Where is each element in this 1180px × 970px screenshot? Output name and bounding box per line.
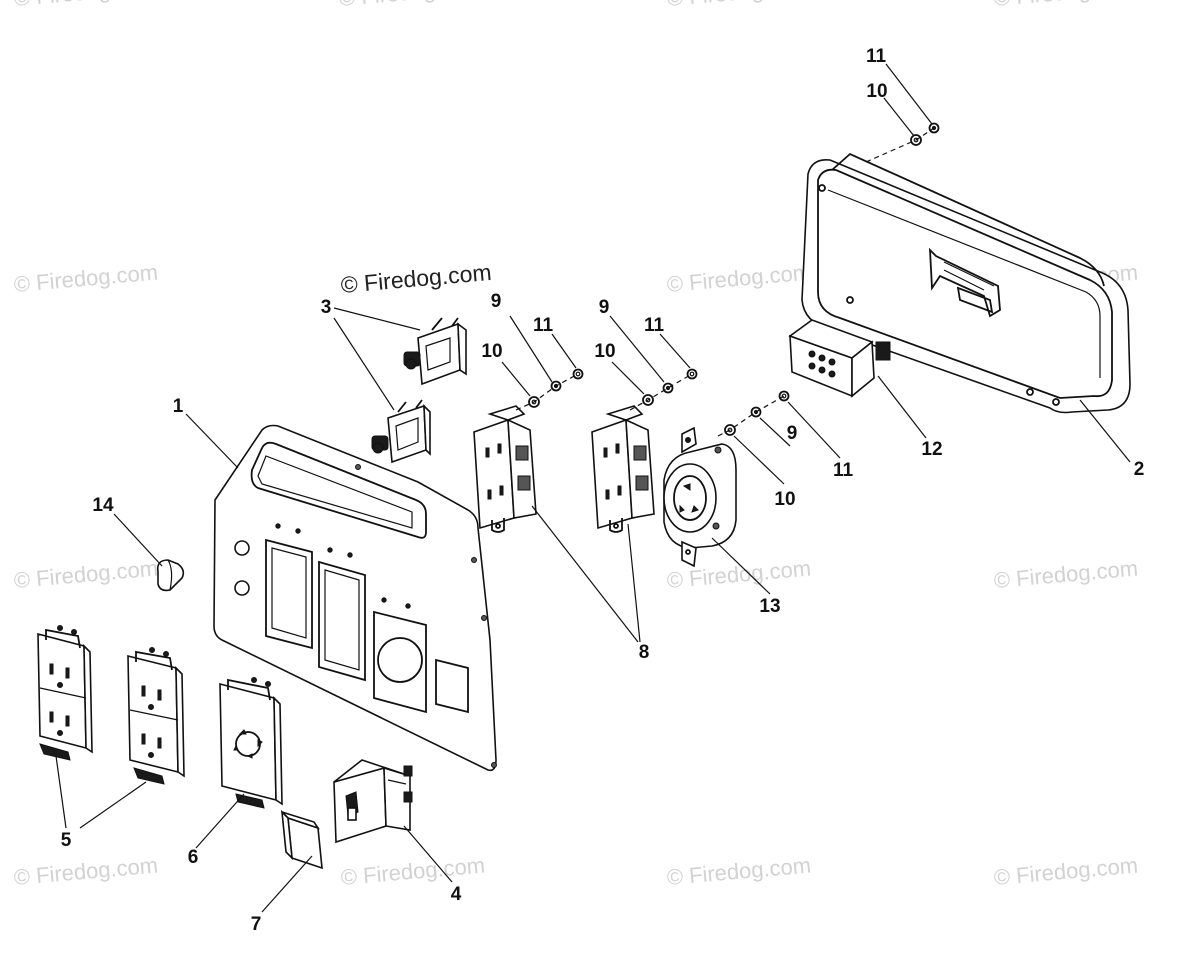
callout-11: 11 [643,315,665,336]
callout-13: 13 [759,596,781,617]
callout-11: 11 [865,46,887,67]
alignment-lines [515,127,935,437]
callout-4: 4 [450,884,462,905]
indicator-lamp-part [156,559,185,592]
callout-2: 2 [1133,459,1145,480]
switch-box-part [333,759,413,844]
leader-lines [55,63,1131,913]
callout-14: 14 [92,495,114,516]
callout-9: 9 [786,423,798,444]
gfci-receptacle-right [591,405,655,533]
circuit-breaker-upper [403,317,467,386]
callout-5: 5 [60,830,72,851]
callout-9: 9 [490,291,502,312]
callout-10: 10 [594,341,616,362]
gfci-receptacle-left [473,405,537,533]
control-panel-part [213,424,497,772]
callout-3: 3 [320,297,332,318]
twist-lock-receptacle-part [219,677,283,809]
callout-10: 10 [481,341,503,362]
callout-6: 6 [187,847,199,868]
callout-10: 10 [774,489,796,510]
locking-receptacle-part [663,426,737,568]
callout-9: 9 [598,297,610,318]
callout-12: 12 [921,439,943,460]
callout-10: 10 [866,81,888,102]
circuit-breaker-lower [371,399,431,464]
rocker-switch-part [280,809,323,870]
outlet-block-part [788,319,891,398]
duplex-receptacle-right [127,647,185,785]
callout-7: 7 [250,914,262,935]
callout-11: 11 [532,315,554,336]
duplex-receptacle-left [37,625,93,761]
callout-11: 11 [832,460,854,481]
callout-8: 8 [638,642,650,663]
callout-1: 1 [172,396,184,417]
